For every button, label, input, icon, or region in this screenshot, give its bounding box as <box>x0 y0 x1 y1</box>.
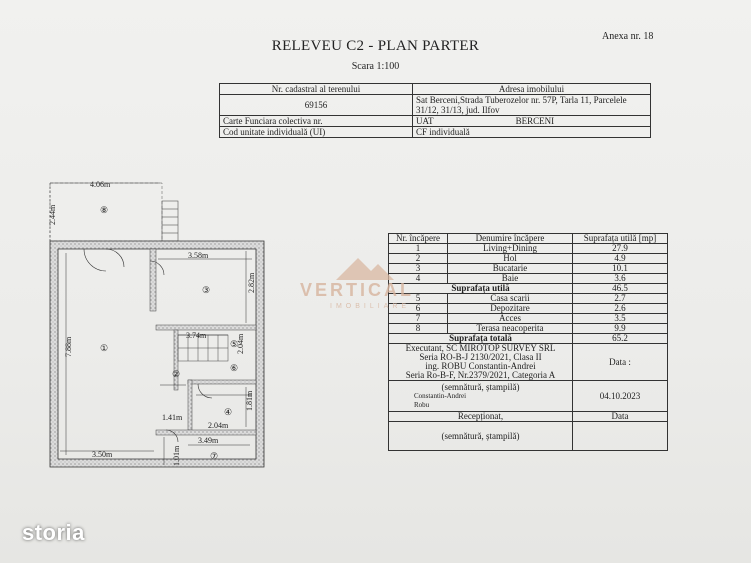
date-value: 04.10.2023 <box>572 380 668 412</box>
property-info-table: Nr. cadastral al terenului Adresa imobil… <box>219 83 651 138</box>
dim-kitchen-h: 2.82m <box>247 272 256 293</box>
executant-line-4: Seria Ro-B-F, Nr.2379/2021, Categoria A <box>405 370 556 380</box>
room-8-label: ⑧ <box>100 205 108 215</box>
uat-label: UAT <box>416 116 434 126</box>
room-2-label: ② <box>172 369 180 379</box>
uat-value: BERCENI <box>515 116 555 126</box>
room-4-label: ④ <box>224 407 232 417</box>
reception-sign-label: (semnătură, ștampilă) <box>388 421 573 451</box>
room-7-label: ⑦ <box>210 451 218 461</box>
dim-stair: 3.74m <box>186 331 207 340</box>
date-label: Data : <box>572 343 668 381</box>
dim-left: 7.88m <box>64 336 73 357</box>
col-nr: Nr. încăpere <box>388 233 448 244</box>
floor-plan: 4.06m 2.44m ⑧ <box>48 180 265 468</box>
dim-top: 4.06m <box>90 180 111 189</box>
room-5-label: ⑤ <box>230 339 238 349</box>
dim-bath-h: 1.81m <box>245 390 254 411</box>
room-1-label: ① <box>100 343 108 353</box>
reception-sign-row: (semnătură, ștampilă) <box>388 421 668 451</box>
total-area-row: Suprafața totală 65.2 <box>388 333 668 344</box>
dim-hol: 1.41m <box>162 413 183 422</box>
reception-label: Recepționat, <box>388 411 573 422</box>
dim-access-w: 3.49m <box>198 436 219 445</box>
uat-cell: UAT BERCENI <box>412 115 651 127</box>
addr-line-2: 31/12, 31/13, jud. Ilfov <box>416 105 500 115</box>
col-name: Denumire încăpere <box>447 233 573 244</box>
cad-label: Nr. cadastral al terenului <box>219 83 413 95</box>
page-title: RELEVEU C2 - PLAN PARTER <box>271 38 480 54</box>
dim-bath-w: 2.04m <box>208 421 229 430</box>
addr-line-1: Sat Berceni,Strada Tuberozelor nr. 57P, … <box>416 95 627 105</box>
room-3-label: ③ <box>202 285 210 295</box>
cad-value: 69156 <box>219 94 413 116</box>
dim-terrace: 2.44m <box>48 204 57 225</box>
cf-label: Carte Funciara colectiva nr. <box>219 115 413 127</box>
dim-access-h: 1.01m <box>172 445 181 466</box>
dim-bottom: 3.50m <box>92 450 113 459</box>
storia-logo: storia <box>22 520 85 545</box>
watermark-brand: VERTICAL <box>300 280 414 300</box>
executant-line-3: ing. ROBU Constantin-Andrei <box>425 361 536 371</box>
reception-row: Recepționat, Data <box>388 411 668 422</box>
rooms-table: Nr. încăpere Denumire încăpere Suprafața… <box>388 233 668 451</box>
dim-stair-v: 2.04m <box>236 333 245 354</box>
annex-label: Anexa nr. 18 <box>602 31 654 42</box>
scale-label: Scara 1:100 <box>351 61 400 72</box>
watermark-logo: VERTICAL IMOBILIARE <box>296 252 436 319</box>
col-area: Suprafața utilă [mp] <box>572 233 668 244</box>
executant-row: Executant, SC MIROTOP SURVEY SRL Seria R… <box>388 343 668 381</box>
addr-value: Sat Berceni,Strada Tuberozelor nr. 57P, … <box>412 94 651 116</box>
room-6-label: ⑥ <box>230 363 238 373</box>
addr-label: Adresa imobilului <box>412 83 651 95</box>
cf-ind-label: CF individuală <box>412 126 651 138</box>
signature-label: (semnătură, ștampilă) <box>441 381 520 392</box>
watermark-sub: IMOBILIARE <box>330 303 410 310</box>
executant-line-1: Executant, SC MIROTOP SURVEY SRL <box>405 343 556 353</box>
ui-label: Cod unitate individuală (UI) <box>219 126 413 138</box>
dim-kitchen-w: 3.58m <box>188 251 209 260</box>
data-label: Data <box>572 411 668 422</box>
executant-line-2: Seria RO-B-J 2130/2021, Clasa II <box>419 352 542 362</box>
